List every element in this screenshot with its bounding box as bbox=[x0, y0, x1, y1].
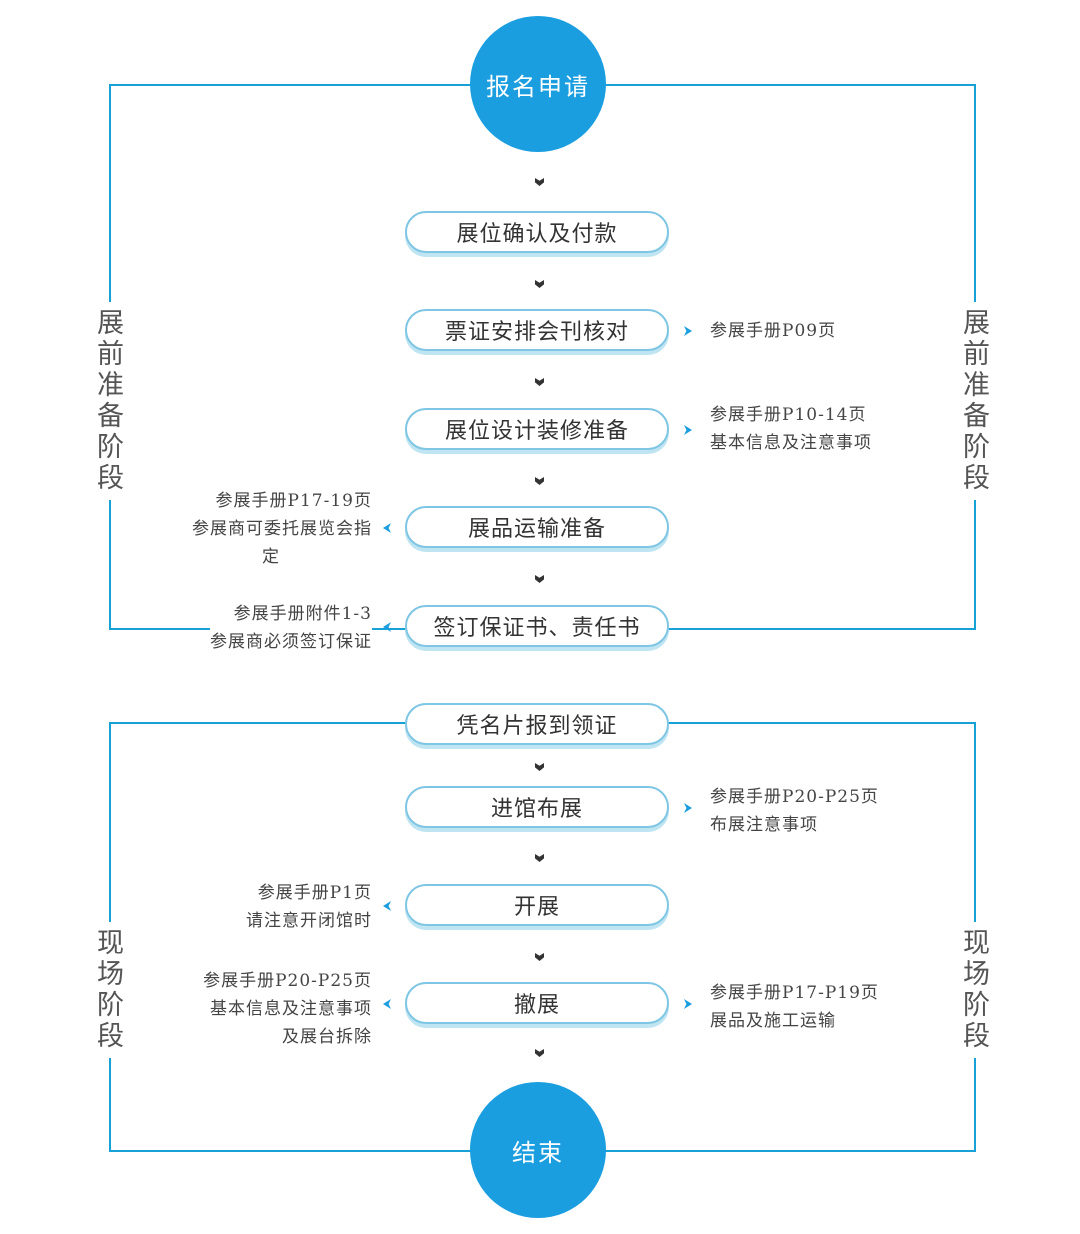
side-label-onsite-right: 现场阶段 bbox=[958, 922, 989, 1058]
note-line: 参展手册P10-14页 bbox=[710, 405, 867, 425]
note-line: 基本信息及注意事项 bbox=[210, 999, 372, 1019]
note-booth-design: 参展手册P10-14页 基本信息及注意事项 bbox=[710, 401, 872, 457]
arrow-right-icon bbox=[684, 999, 692, 1009]
note-line: 基本信息及注意事项 bbox=[710, 433, 872, 453]
connector-dot bbox=[535, 477, 544, 485]
step-booth-confirm: 展位确认及付款 bbox=[405, 211, 669, 253]
arrow-right-icon bbox=[684, 425, 692, 435]
connector-dot bbox=[535, 378, 544, 386]
step-setup: 进馆布展 bbox=[405, 786, 669, 828]
arrow-left-icon bbox=[383, 901, 391, 911]
note-line: 展品及施工运输 bbox=[710, 1011, 836, 1031]
note-teardown-left: 参展手册P20-P25页 基本信息及注意事项 及展台拆除 bbox=[203, 967, 372, 1051]
note-line: 参展商必须签订保证 bbox=[210, 632, 372, 652]
note-line: 参展手册P20-P25页 bbox=[710, 787, 879, 807]
note-line: 参展手册P17-19页 bbox=[215, 491, 372, 511]
side-label-onsite-left: 现场阶段 bbox=[92, 922, 123, 1058]
arrow-right-icon bbox=[684, 326, 692, 336]
note-line: 布展注意事项 bbox=[710, 815, 818, 835]
note-open: 参展手册P1页 请注意开闭馆时 bbox=[246, 879, 372, 935]
connector-dot bbox=[535, 575, 544, 583]
note-setup: 参展手册P20-P25页 布展注意事项 bbox=[710, 783, 879, 839]
note-line: 请注意开闭馆时 bbox=[246, 911, 372, 931]
step-transport: 展品运输准备 bbox=[405, 506, 669, 548]
step-teardown: 撤展 bbox=[405, 982, 669, 1024]
connector-dot bbox=[535, 1049, 544, 1057]
note-line: 参展手册P17-P19页 bbox=[710, 983, 879, 1003]
arrow-left-icon bbox=[383, 622, 391, 632]
step-open: 开展 bbox=[405, 884, 669, 926]
arrow-left-icon bbox=[383, 523, 391, 533]
note-transport: 参展手册P17-19页 参展商可委托展览会指 定 bbox=[192, 487, 372, 571]
note-line: 定 bbox=[262, 547, 280, 567]
note-line: 参展手册P09页 bbox=[710, 321, 837, 341]
step-guarantee: 签订保证书、责任书 bbox=[405, 605, 669, 647]
connector-dot bbox=[535, 178, 544, 186]
note-line: 参展手册P20-P25页 bbox=[203, 971, 372, 991]
step-booth-design: 展位设计装修准备 bbox=[405, 408, 669, 450]
note-guarantee: 参展手册附件1-3 参展商必须签订保证 bbox=[210, 600, 372, 656]
step-checkin: 凭名片报到领证 bbox=[405, 703, 669, 745]
note-line: 及展台拆除 bbox=[282, 1027, 372, 1047]
start-node: 报名申请 bbox=[470, 16, 606, 152]
arrow-right-icon bbox=[684, 803, 692, 813]
connector-dot bbox=[535, 854, 544, 862]
connector-dot bbox=[535, 280, 544, 288]
note-tickets: 参展手册P09页 bbox=[710, 317, 836, 345]
connector-dot bbox=[535, 763, 544, 771]
end-node: 结束 bbox=[470, 1082, 606, 1218]
arrow-left-icon bbox=[383, 999, 391, 1009]
note-line: 参展手册P1页 bbox=[257, 883, 372, 903]
note-line: 参展手册附件1-3 bbox=[233, 604, 372, 624]
side-label-pre-left: 展前准备阶段 bbox=[92, 302, 123, 500]
note-teardown-right: 参展手册P17-P19页 展品及施工运输 bbox=[710, 979, 879, 1035]
side-label-pre-right: 展前准备阶段 bbox=[958, 302, 989, 500]
connector-dot bbox=[535, 953, 544, 961]
step-tickets: 票证安排会刊核对 bbox=[405, 309, 669, 351]
note-line: 参展商可委托展览会指 bbox=[192, 519, 372, 539]
